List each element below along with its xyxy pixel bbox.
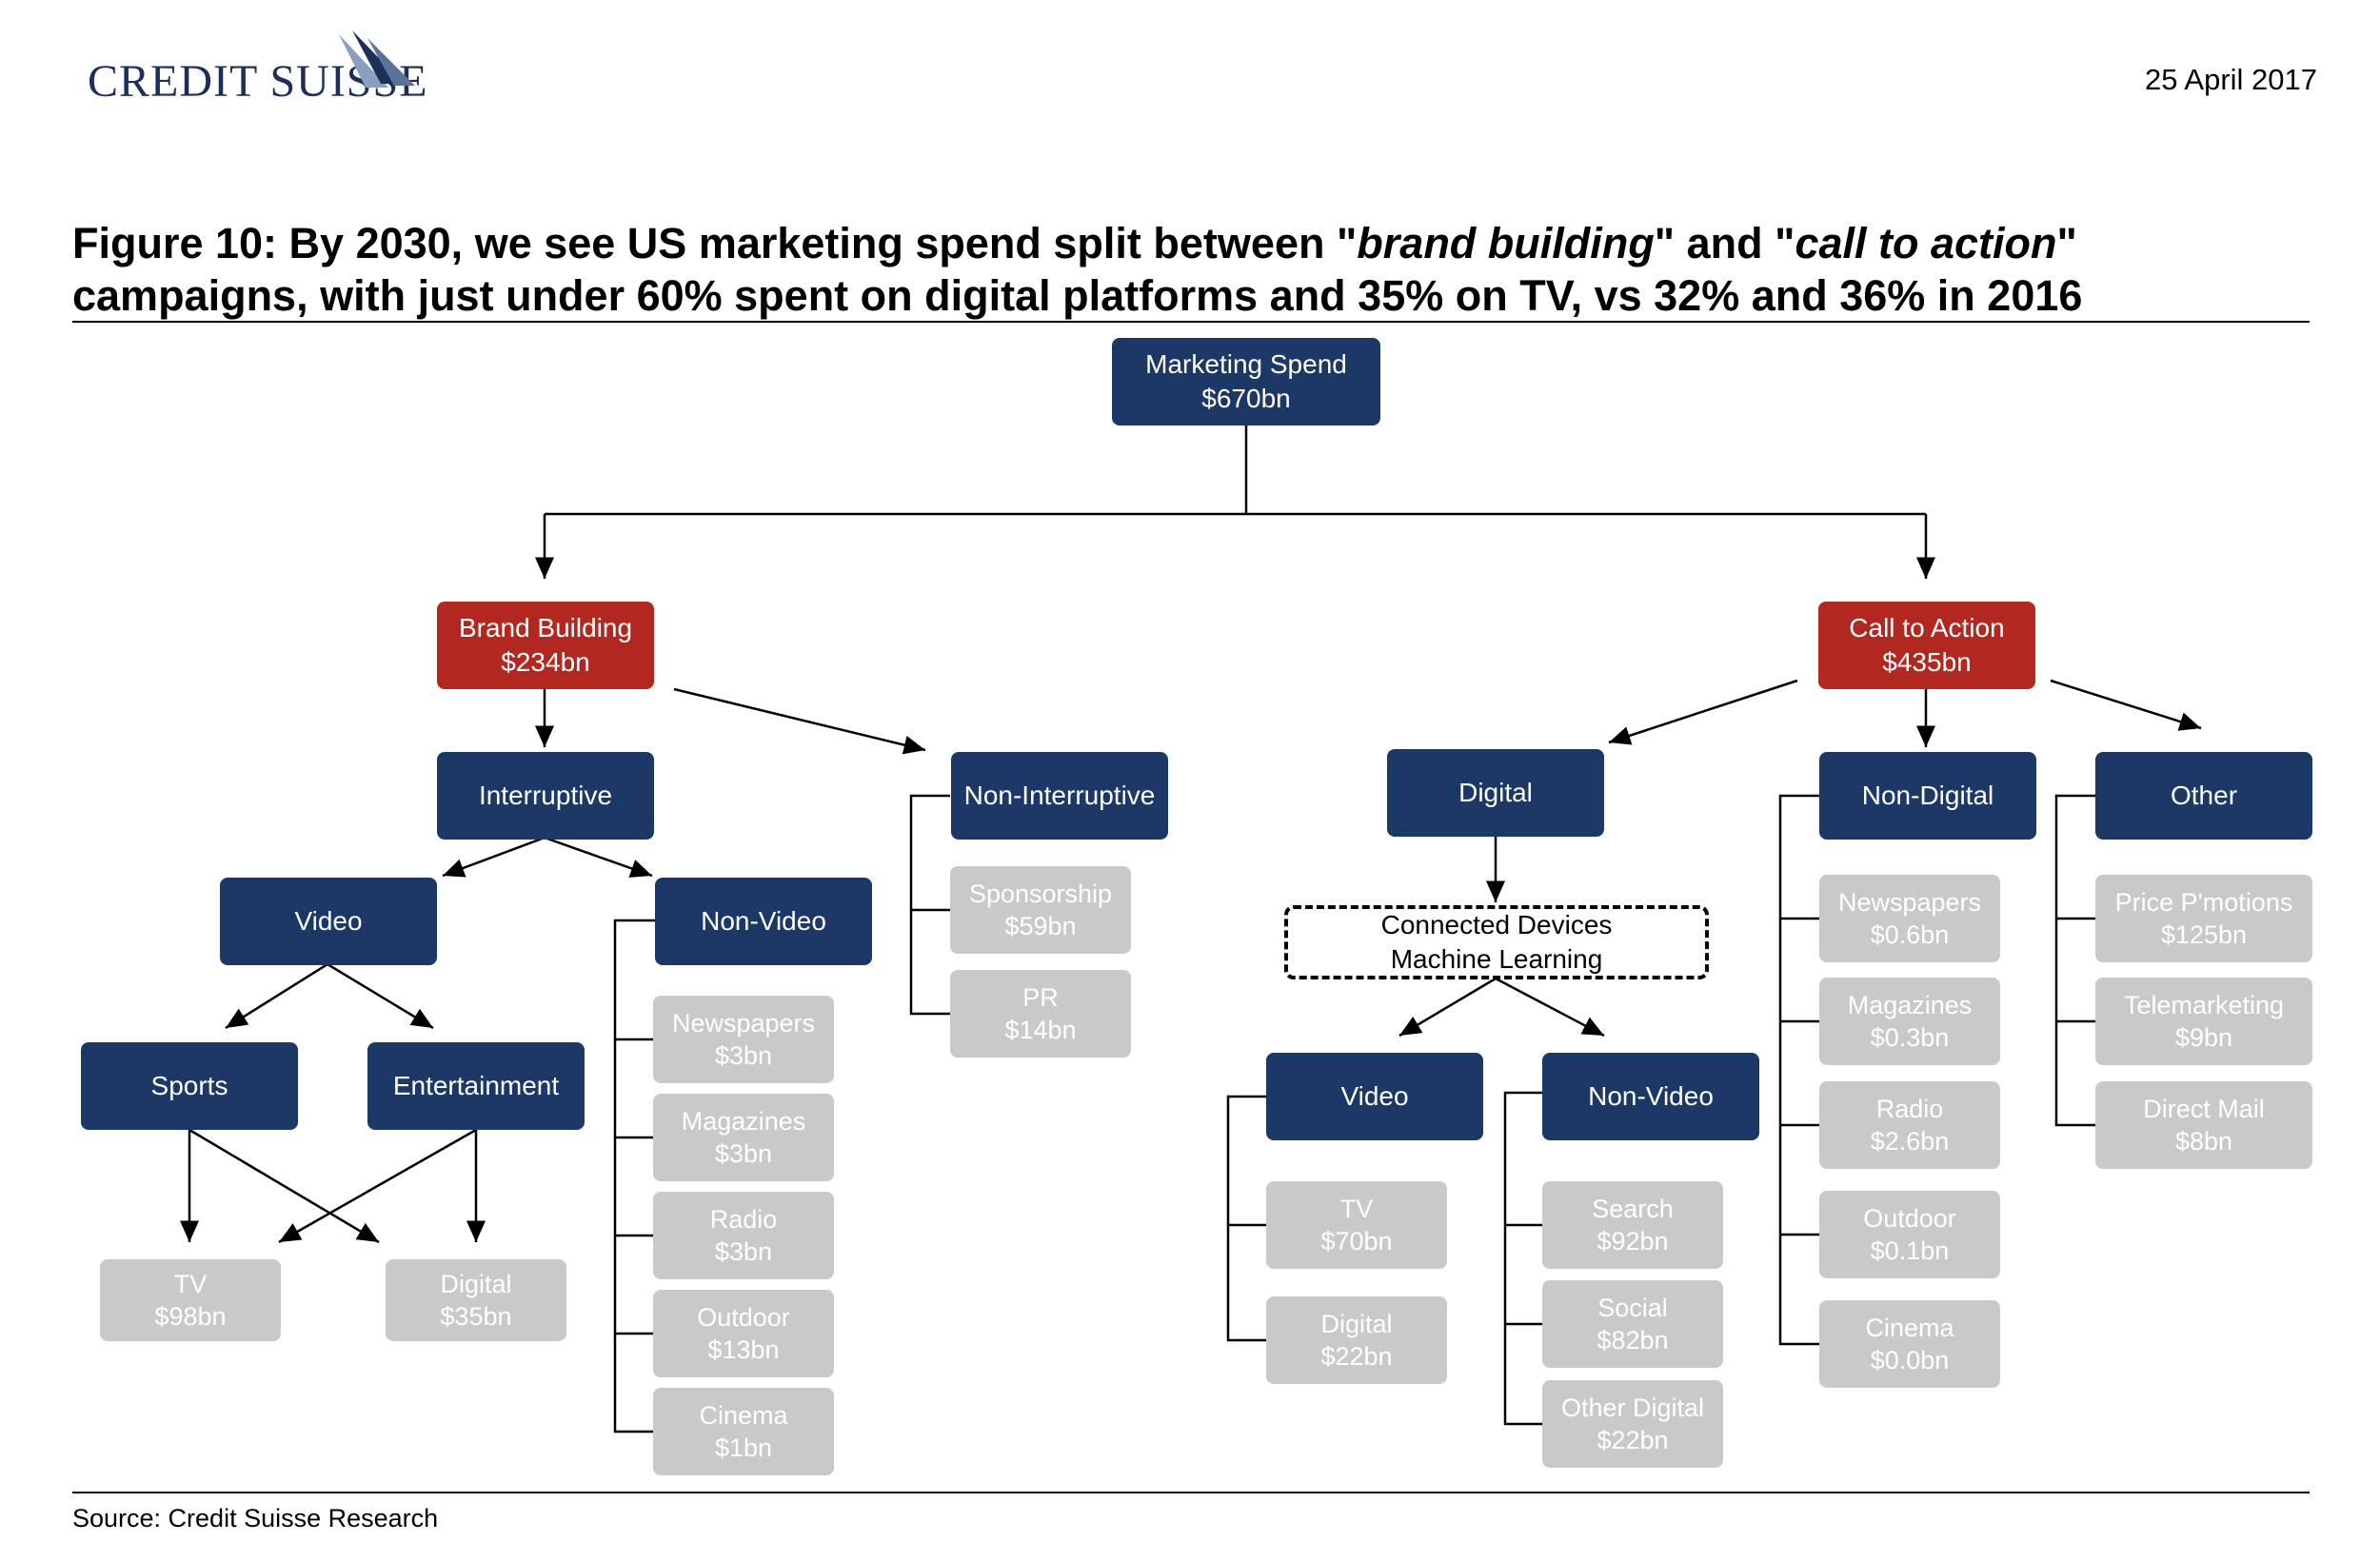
node-non-digital: Non-Digital	[1819, 752, 2036, 840]
node-other: Other	[2095, 752, 2312, 840]
node-sponsorship: Sponsorship$59bn	[950, 866, 1131, 954]
source-note: Source: Credit Suisse Research	[72, 1504, 439, 1532]
source-rule	[72, 1492, 2310, 1493]
report-date: 25 April 2017	[2145, 63, 2317, 96]
node-social: Social$82bn	[1542, 1280, 1723, 1368]
node-tv-98bn: TV$98bn	[100, 1259, 281, 1341]
node-nd-magazines: Magazines$0.3bn	[1819, 978, 2000, 1065]
node-nd-newspapers: Newspapers$0.6bn	[1819, 875, 2000, 962]
node-other-digital: Other Digital$22bn	[1542, 1380, 1723, 1468]
node-marketing-spend: Marketing Spend$670bn	[1112, 338, 1380, 425]
credit-suisse-logo: CREDIT SUISSE	[88, 29, 427, 114]
node-pr: PR$14bn	[950, 970, 1131, 1058]
node-bb-radio: Radio$3bn	[653, 1192, 834, 1279]
node-digital-22bn: Digital$22bn	[1266, 1296, 1447, 1384]
node-entertainment: Entertainment	[367, 1042, 585, 1130]
node-d-video: Video	[1266, 1053, 1483, 1140]
node-bb-magazines: Magazines$3bn	[653, 1094, 834, 1181]
sails-icon	[339, 30, 415, 88]
node-telemarketing: Telemarketing$9bn	[2095, 978, 2312, 1065]
node-search: Search$92bn	[1542, 1181, 1723, 1269]
node-bb-non-video: Non-Video	[655, 878, 872, 965]
node-direct-mail: Direct Mail$8bn	[2095, 1081, 2312, 1169]
node-digital-35bn: Digital$35bn	[386, 1259, 566, 1341]
node-call-to-action: Call to Action$435bn	[1818, 602, 2035, 689]
node-bb-video: Video	[220, 878, 437, 965]
node-interruptive: Interruptive	[437, 752, 654, 840]
node-nd-radio: Radio$2.6bn	[1819, 1081, 2000, 1169]
node-tv-70bn: TV$70bn	[1266, 1181, 1447, 1269]
node-nd-cinema: Cinema$0.0bn	[1819, 1300, 2000, 1388]
node-sports: Sports	[81, 1042, 298, 1130]
node-bb-outdoor: Outdoor$13bn	[653, 1290, 834, 1377]
node-brand-building: Brand Building$234bn	[437, 602, 654, 689]
node-bb-newspapers: Newspapers$3bn	[653, 996, 834, 1083]
node-non-interruptive: Non-Interruptive	[951, 752, 1168, 840]
node-digital: Digital	[1387, 749, 1604, 837]
node-bb-cinema: Cinema$1bn	[653, 1388, 834, 1475]
figure-title: Figure 10: By 2030, we see US marketing …	[72, 219, 2083, 320]
node-nd-outdoor: Outdoor$0.1bn	[1819, 1191, 2000, 1278]
node-price-promotions: Price P'motions$125bn	[2095, 875, 2312, 962]
node-d-non-video: Non-Video	[1542, 1053, 1759, 1140]
title-rule	[72, 321, 2310, 323]
